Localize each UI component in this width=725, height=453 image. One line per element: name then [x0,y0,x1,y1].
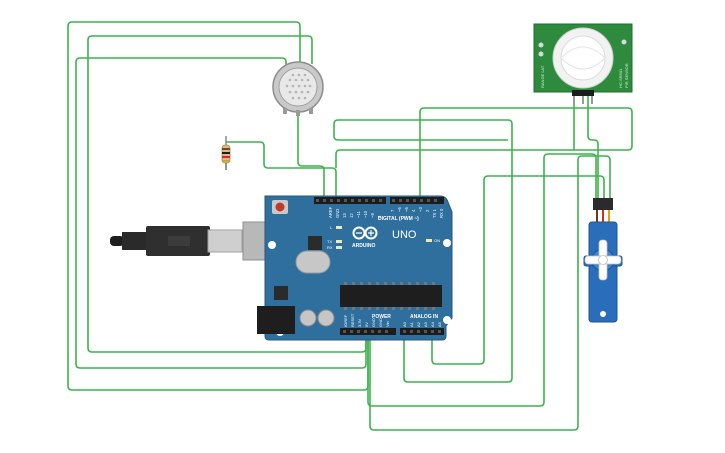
digital-pin-label: TX 1 [432,208,437,218]
led-rx-label: RX [327,245,333,250]
usb-chip [308,236,322,250]
digital-pin-label: RX 0 [439,208,444,218]
power-header-label: POWER [372,314,391,320]
wire-pir-vcc-to-servo [587,96,599,200]
capacitor [317,309,335,327]
arduino-logo-text: ARDUINO [352,243,375,249]
led-l [336,226,342,229]
bottom-header-pins [343,330,441,333]
digital-pin-label: 2 [425,209,430,212]
usb-cable [110,221,292,261]
wire-power-to-servo-gnd [369,155,611,431]
voltage-regulator [274,286,288,300]
analog-pin-label: A1 [409,321,414,327]
mounting-hole [443,316,451,324]
digital-pin-label: ~11 [356,211,361,218]
pir-mounting-hole [621,39,627,45]
microcontroller-chip [340,285,442,307]
resistor-band-4 [222,160,230,162]
digital-pin-label: 4 [411,209,416,212]
chip-pins [344,282,435,310]
analog-pin-label: A5 [437,321,442,327]
power-jack [257,306,295,334]
digital-header-left[interactable] [314,197,386,204]
gas-sensor-mesh [285,73,312,100]
wire-gas-sensor-outer-loop [67,21,369,391]
power-pin-label: 5V [364,322,369,327]
digital-pin-label: ~3 [418,207,423,212]
wire-analog-a5-to-servo [431,175,605,365]
pir-right-label: PIR SENSOR [624,63,629,88]
resistor-band-3 [222,156,230,158]
digital-pin-label: 8 [377,215,382,218]
arduino-board[interactable]: AREF GND 13 12 ~11 ~10 ~9 8 7 ~6 ~5 4 ~3… [257,195,453,341]
servo-motor[interactable] [583,198,623,323]
digital-pin-label: ~6 [397,207,402,212]
power-pin-label: IOREF [343,314,348,327]
analog-pin-label: A4 [430,321,435,327]
servo-horn[interactable] [584,239,622,281]
analog-header-label: ANALOG IN [410,314,438,320]
digital-pin-label: ~10 [363,210,368,218]
wire-gas-sensor-inner-loop [75,57,367,369]
power-pin-label: RESET [350,313,355,327]
resistor[interactable] [221,136,231,170]
wire-resistor-to-digital [226,141,337,200]
board-model-label: UNO [392,229,417,241]
arduino-logo-icon [352,226,378,240]
servo-connector [593,198,613,210]
reset-button[interactable] [275,202,285,212]
digital-pin-label: 12 [349,213,354,218]
led-rx [336,246,342,249]
led-on-label: ON [434,238,440,243]
analog-pin-label: A2 [416,321,421,327]
power-pin-label: GND [371,318,376,327]
wires [67,21,633,431]
pir-left-label: RANGE LAT [540,65,545,88]
wire-gas-sensor-to-digital [297,112,325,200]
power-header[interactable] [340,328,396,335]
pir-potentiometer[interactable] [538,51,544,57]
analog-header[interactable] [400,328,444,335]
crystal [295,250,331,274]
capacitor [299,309,317,327]
digital-header-pins [316,199,437,202]
digital-pin-label: 13 [342,213,347,218]
digital-pin-label: 7 [390,209,395,212]
analog-pin-label: A3 [423,321,428,327]
wire-gas-sensor-middle-loop [87,35,367,353]
resistor-band-2 [222,152,230,154]
mounting-hole [268,241,276,249]
resistor-band-1 [222,148,230,150]
power-pin-label: 3.3V [357,318,362,327]
wire-power-to-bottom-right [367,153,597,407]
power-pin-label: GND [378,318,383,327]
led-l-label: L [330,225,333,230]
pir-header [572,90,594,96]
wire-digital-to-pir [335,107,633,200]
digital-header-label: DIGITAL (PWM ~) [378,216,419,222]
pir-potentiometer[interactable] [538,42,544,48]
gnd-top-pin-label: GND [335,209,340,218]
power-pin-label: Vin [385,321,390,327]
pir-sensor[interactable]: RANGE LAT PIR SENSOR HC-SR501 [533,23,633,104]
servo-mount-hole [600,311,606,317]
analog-pin-label: A0 [402,321,407,327]
pir-model-label: HC-SR501 [618,68,623,88]
digital-pin-label: ~9 [370,213,375,218]
digital-header-right[interactable] [390,197,444,204]
led-on [426,239,432,242]
digital-pin-label: ~5 [404,207,409,212]
mounting-hole [443,239,451,247]
led-tx [336,240,342,243]
wire-analog-to-right-loop [333,119,513,383]
gas-sensor[interactable] [272,61,324,116]
aref-pin-label: AREF [328,206,333,218]
led-tx-label: TX [327,239,332,244]
